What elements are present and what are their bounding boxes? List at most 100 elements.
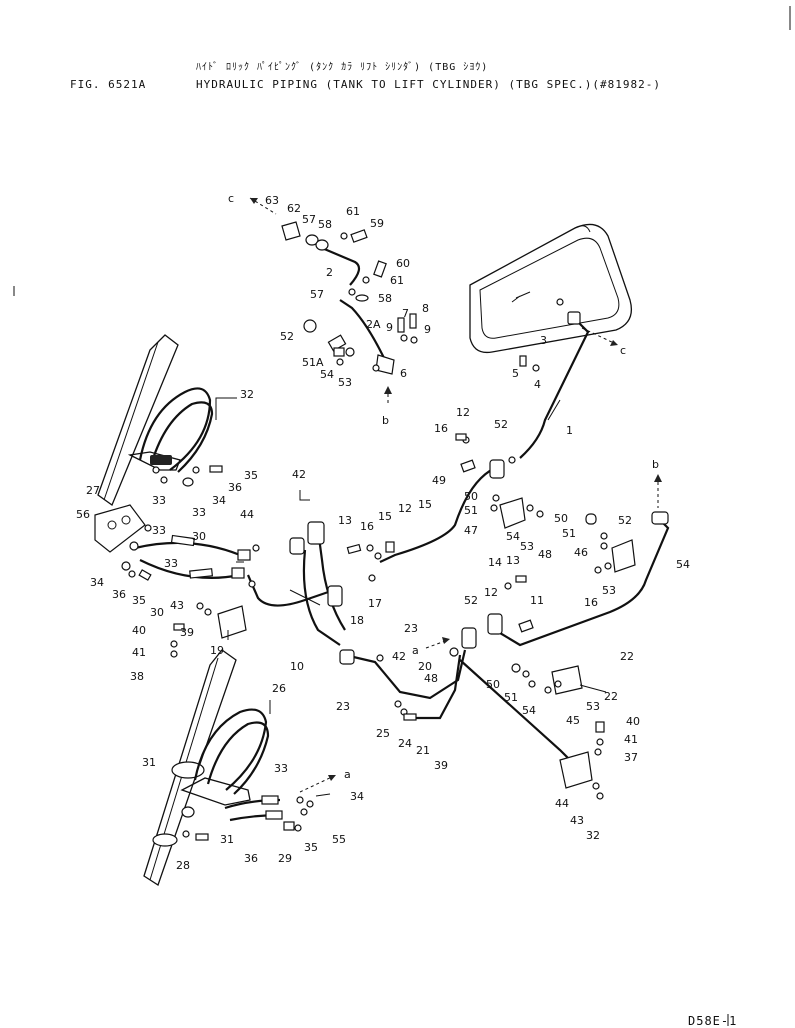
part-callout: 44	[240, 508, 254, 521]
ref-letter-c-tank: c	[620, 344, 626, 357]
part-callout: 2A	[366, 318, 381, 331]
part-callout: 51	[562, 527, 576, 540]
part-callout: 46	[574, 546, 588, 559]
part-callout: 55	[332, 833, 346, 846]
part-callout: 18	[350, 614, 364, 627]
part-callout: 51	[464, 504, 478, 517]
fasteners	[121, 221, 612, 841]
bracket-47	[499, 497, 526, 529]
part-callout: 2	[326, 266, 333, 279]
lift-cylinder-upper	[97, 334, 179, 507]
part-callout: 37	[624, 751, 638, 764]
part-callout: 6	[400, 367, 407, 380]
part-callout: 39	[180, 626, 194, 639]
part-callout: 33	[164, 557, 178, 570]
part-callout: 28	[176, 859, 190, 872]
part-callout: 30	[192, 530, 206, 543]
part-callout: 49	[432, 474, 446, 487]
part-callout: 26	[272, 682, 286, 695]
part-callout: 12	[398, 502, 412, 515]
part-callout: 58	[378, 292, 392, 305]
part-callout: 54	[506, 530, 520, 543]
part-callout: 54	[522, 704, 536, 717]
part-callouts: 63 62 58 57 61 59 2 60 61 57 58 8 7 9 9 …	[76, 194, 690, 872]
part-callout: 41	[624, 733, 638, 746]
part-callout: 4	[534, 378, 541, 391]
part-callout: 43	[570, 814, 584, 827]
bracket-46	[611, 539, 636, 573]
manifold-block-upper	[94, 504, 146, 553]
pipe-11	[494, 519, 670, 647]
part-callout: 34	[212, 494, 226, 507]
part-callout: 61	[390, 274, 404, 287]
part-callout: 12	[484, 586, 498, 599]
part-callout: 41	[132, 646, 146, 659]
part-callout: 53	[586, 700, 600, 713]
part-callout: 33	[152, 524, 166, 537]
ref-letter-a-lower: a	[344, 768, 351, 781]
flow-arrows	[249, 197, 662, 793]
part-callout: 9	[386, 321, 393, 334]
part-callout: 9	[424, 323, 431, 336]
part-callout: 52	[618, 514, 632, 527]
part-callout: 17	[368, 597, 382, 610]
part-callout: 61	[346, 205, 360, 218]
part-callout: 5	[512, 367, 519, 380]
ref-letter-b-center: b	[382, 414, 389, 427]
part-callout: 16	[360, 520, 374, 533]
part-callout: 11	[530, 594, 544, 607]
part-callout: 14	[488, 556, 502, 569]
part-callout: 21	[416, 744, 430, 757]
ref-letter-a-center: a	[412, 644, 419, 657]
part-callout: 51	[504, 691, 518, 704]
part-callout: 33	[192, 506, 206, 519]
figure-number: FIG. 6521A	[70, 78, 147, 91]
part-callout: 20	[418, 660, 432, 673]
part-callout: 27	[86, 484, 100, 497]
hose-31	[224, 795, 283, 822]
part-callout: 33	[274, 762, 288, 775]
part-callout: 38	[130, 670, 144, 683]
part-callout: 1	[566, 424, 573, 437]
part-callout: 52	[494, 418, 508, 431]
bracket-45	[551, 665, 583, 695]
part-callout: 36	[228, 481, 242, 494]
part-callout: 36	[112, 588, 126, 601]
pipe-1	[519, 321, 590, 459]
part-callout: 51A	[302, 356, 324, 369]
part-callout: 31	[220, 833, 234, 846]
ref-letter-c-top: c	[228, 192, 234, 205]
part-callout: 7	[402, 307, 409, 320]
part-callout: 56	[76, 508, 90, 521]
part-callout: 57	[302, 213, 316, 226]
figure-title-japanese: ﾊｲﾄﾞ ﾛﾘｯｸ ﾊﾟｲﾋﾟﾝｸﾞ (ﾀﾝｸ ｶﾗ ﾘﾌﾄ ｼﾘﾝﾀﾞ) (T…	[196, 62, 489, 73]
figure-title: HYDRAULIC PIPING (TANK TO LIFT CYLINDER)…	[196, 78, 661, 91]
part-callout: 12	[456, 406, 470, 419]
pipe-10	[379, 467, 496, 563]
part-callout: 23	[404, 622, 418, 635]
lift-cylinder-lower	[143, 649, 237, 886]
part-callout: 25	[376, 727, 390, 740]
part-callout: 22	[620, 650, 634, 663]
part-callout: 50	[486, 678, 500, 691]
part-callout: 53	[338, 376, 352, 389]
part-callout: 3	[540, 334, 547, 347]
part-callout: 40	[626, 715, 640, 728]
part-callout: 35	[244, 469, 258, 482]
part-callout: 53	[602, 584, 616, 597]
part-callout: 32	[586, 829, 600, 842]
part-callout: 52	[464, 594, 478, 607]
part-callout: 16	[434, 422, 448, 435]
part-callout: 33	[152, 494, 166, 507]
part-callout: 8	[422, 302, 429, 315]
part-callout: 19	[210, 644, 224, 657]
part-callout: 63	[265, 194, 279, 207]
part-callout: 31	[142, 756, 156, 769]
part-callout: 32	[240, 388, 254, 401]
part-callout: 16	[584, 596, 598, 609]
bracket-37	[559, 751, 593, 789]
part-callout: 58	[318, 218, 332, 231]
part-callout: 57	[310, 288, 324, 301]
part-callout: 43	[170, 599, 184, 612]
